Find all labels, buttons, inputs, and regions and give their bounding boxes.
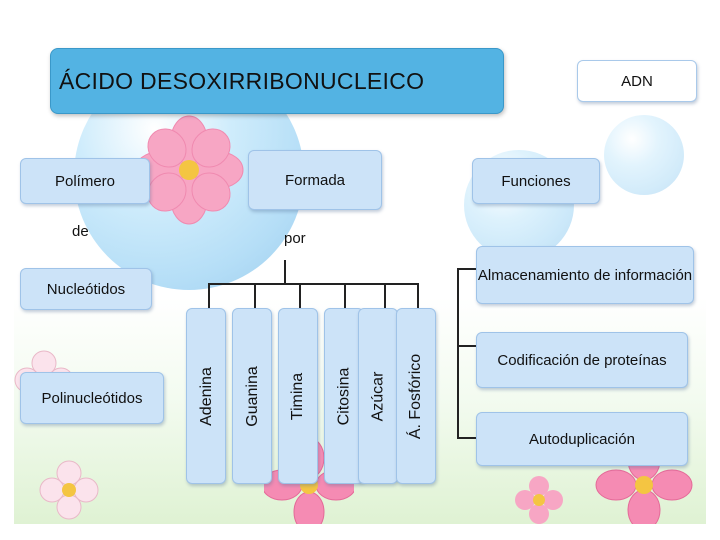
- nucleotidos-box: Nucleótidos: [20, 268, 152, 310]
- connector-line: [299, 283, 301, 309]
- formada-box: Formada: [248, 150, 382, 210]
- funciones-box: Funciones: [472, 158, 600, 204]
- abbr-box: ADN: [577, 60, 697, 102]
- connector-line: [254, 283, 256, 309]
- function-autoduplicacion: Autoduplicación: [476, 412, 688, 466]
- polimero-label: Polímero: [55, 172, 115, 191]
- slide: ÁCIDO DESOXIRRIBONUCLEICO ADN Polímero F…: [14, 20, 706, 524]
- connector-line: [344, 283, 346, 309]
- polimero-box: Polímero: [20, 158, 150, 204]
- component-adenina: Adenina: [186, 308, 226, 484]
- component-label: Adenina: [197, 367, 216, 426]
- connector-de: de: [72, 223, 89, 240]
- component-timina: Timina: [278, 308, 318, 484]
- component-label: Guanina: [243, 366, 262, 427]
- component-azucar: Azúcar: [358, 308, 398, 484]
- flower-icon: [134, 115, 244, 225]
- page-title: ÁCIDO DESOXIRRIBONUCLEICO: [59, 68, 424, 95]
- component-label: Timina: [289, 372, 308, 419]
- function-almacenamiento: Almacenamiento de información: [476, 246, 694, 304]
- connector-line: [208, 283, 210, 309]
- abbr-label: ADN: [621, 72, 653, 91]
- function-label: Autoduplicación: [529, 430, 635, 449]
- title-bar: ÁCIDO DESOXIRRIBONUCLEICO: [50, 48, 504, 114]
- connector-line: [284, 260, 286, 284]
- flower-icon: [514, 475, 564, 524]
- function-label: Codificación de proteínas: [497, 351, 666, 370]
- component-label: Citosina: [335, 367, 354, 425]
- bubble-decoration: [604, 115, 684, 195]
- connector-por: por: [284, 230, 306, 247]
- flower-icon: [39, 460, 99, 520]
- polinucleotidos-box: Polinucleótidos: [20, 372, 164, 424]
- connector-line: [208, 283, 418, 285]
- component-guanina: Guanina: [232, 308, 272, 484]
- function-codificacion: Codificación de proteínas: [476, 332, 688, 388]
- funciones-label: Funciones: [501, 172, 570, 191]
- formada-label: Formada: [285, 171, 345, 190]
- connector-line: [384, 283, 386, 309]
- function-label: Almacenamiento de información: [478, 266, 692, 285]
- connector-line: [417, 283, 419, 309]
- connector-line: [457, 268, 459, 438]
- nucleotidos-label: Nucleótidos: [47, 280, 125, 299]
- component-label: Á. Fosfórico: [407, 353, 426, 438]
- component-label: Azúcar: [369, 371, 388, 421]
- polinucleotidos-label: Polinucleótidos: [42, 389, 143, 408]
- component-acido-fosforico: Á. Fosfórico: [396, 308, 436, 484]
